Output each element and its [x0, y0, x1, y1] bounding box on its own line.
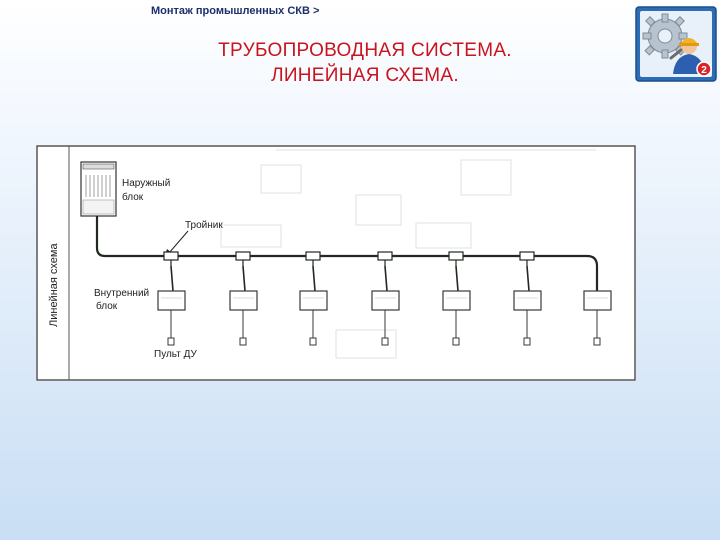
- branch-pipe: [312, 265, 316, 292]
- outdoor-unit-label-line-1: Наружный: [122, 178, 170, 189]
- tee-fitting: [448, 251, 464, 261]
- branch-pipe: [526, 265, 530, 292]
- gear-engineer-icon: [642, 13, 705, 74]
- tee-fitting: [519, 251, 535, 261]
- tee-label: Тройник: [185, 220, 223, 231]
- main-pipe: [95, 216, 599, 291]
- branch-pipe: [170, 265, 174, 292]
- logo-badge-number: 2: [701, 65, 707, 76]
- background-sketch: [220, 149, 596, 359]
- indoor-unit-label-line-2: блок: [96, 300, 118, 312]
- outdoor-unit: [80, 161, 117, 217]
- remote-control: [523, 337, 531, 346]
- page-title-line-1: ТРУБОПРОВОДНАЯ СИСТЕМА.: [218, 40, 512, 61]
- remote-label: Пульт ДУ: [154, 349, 197, 360]
- remote-control: [309, 337, 317, 346]
- indoor-unit: [157, 290, 186, 311]
- remote-control: [452, 337, 460, 346]
- logo-badge: [696, 61, 712, 77]
- tee-fitting: [163, 251, 179, 261]
- tee-fitting: [377, 251, 393, 261]
- tee-arrow-line: [168, 230, 189, 254]
- indoor-unit: [299, 290, 328, 311]
- indoor-unit: [442, 290, 471, 311]
- remote-control: [381, 337, 389, 346]
- breadcrumb[interactable]: Монтаж промышленных СКВ >: [151, 5, 320, 17]
- branch-pipe: [455, 265, 459, 292]
- remote-control: [593, 337, 601, 346]
- indoor-unit: [229, 290, 258, 311]
- indoor-unit: [583, 290, 612, 311]
- branch-pipe: [384, 265, 388, 292]
- remote-control: [167, 337, 175, 346]
- indoor-unit: [513, 290, 542, 311]
- indoor-unit: [371, 290, 400, 311]
- outdoor-unit-label-line-2: блок: [122, 191, 144, 203]
- page-title-line-2: ЛИНЕЙНАЯ СХЕМА.: [271, 65, 459, 86]
- diagram-frame: Линейная схема Наружный блок Тройник: [36, 145, 636, 381]
- logo: 2: [635, 6, 717, 82]
- tee-fitting: [235, 251, 251, 261]
- indoor-unit-label-line-1: Внутренний: [94, 288, 149, 299]
- line-scheme-diagram: Линейная схема Наружный блок Тройник: [36, 145, 636, 381]
- branch-pipe: [242, 265, 246, 292]
- page-title: ТРУБОПРОВОДНАЯ СИСТЕМА. ЛИНЕЙНАЯ СХЕМА.: [150, 38, 580, 88]
- side-label: Линейная схема: [48, 243, 60, 327]
- remote-control: [239, 337, 247, 346]
- tee-fitting: [305, 251, 321, 261]
